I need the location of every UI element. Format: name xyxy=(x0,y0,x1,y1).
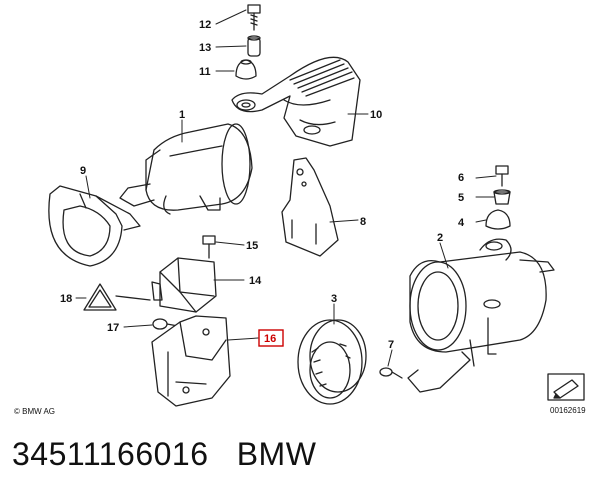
part-1-motor xyxy=(119,123,253,215)
callout-15: 15 xyxy=(246,240,258,252)
part-9-strap-bracket xyxy=(48,185,141,267)
part-12-bolt xyxy=(247,4,261,31)
callout-13: 13 xyxy=(199,42,211,54)
part-4-rubber-mount xyxy=(485,209,511,230)
callout-12: 12 xyxy=(199,19,211,31)
callout-1: 1 xyxy=(179,109,185,121)
callout-16: 16 xyxy=(264,333,276,345)
callout-6: 6 xyxy=(458,172,464,184)
callout-2: 2 xyxy=(437,232,443,244)
leader-lines xyxy=(75,9,497,367)
callout-9: 9 xyxy=(80,165,86,177)
part-18-warning-label xyxy=(83,283,151,311)
callouts: 12 13 11 10 1 9 8 6 5 4 15 2 14 18 3 17 … xyxy=(60,19,465,351)
part-10-upper-bracket xyxy=(231,56,361,147)
part-14-control-module xyxy=(151,257,217,313)
part-8-mounting-plate xyxy=(281,157,339,257)
part-13-sleeve xyxy=(247,35,261,57)
part-5-washer xyxy=(493,189,511,205)
brand-name: BMW xyxy=(236,436,317,472)
callout-18: 18 xyxy=(60,293,72,305)
callout-11: 11 xyxy=(199,66,211,78)
callout-8: 8 xyxy=(360,216,366,228)
callout-10: 10 xyxy=(370,109,382,121)
callout-16-highlight-box xyxy=(258,329,284,347)
part-number-line: 34511166016 BMW xyxy=(12,436,316,473)
part-7-screw xyxy=(379,367,403,379)
part-number: 34511166016 xyxy=(12,436,209,472)
part-11-rubber-mount xyxy=(235,59,257,80)
diagram-id: 00162619 xyxy=(550,406,586,415)
callout-14: 14 xyxy=(249,275,262,287)
part-16-lower-bracket xyxy=(151,315,231,407)
callout-3: 3 xyxy=(331,293,337,305)
callout-4: 4 xyxy=(458,217,465,229)
callout-17: 17 xyxy=(107,322,119,334)
copyright: © BMW AG xyxy=(14,407,55,416)
callout-5: 5 xyxy=(458,192,464,204)
part-2-housing xyxy=(407,238,555,393)
diagram-id-icon xyxy=(547,373,585,401)
callout-7: 7 xyxy=(388,339,394,351)
part-15-bolt xyxy=(202,235,216,259)
part-3-gear-ring xyxy=(297,319,367,405)
part-6-bolt xyxy=(495,165,509,187)
